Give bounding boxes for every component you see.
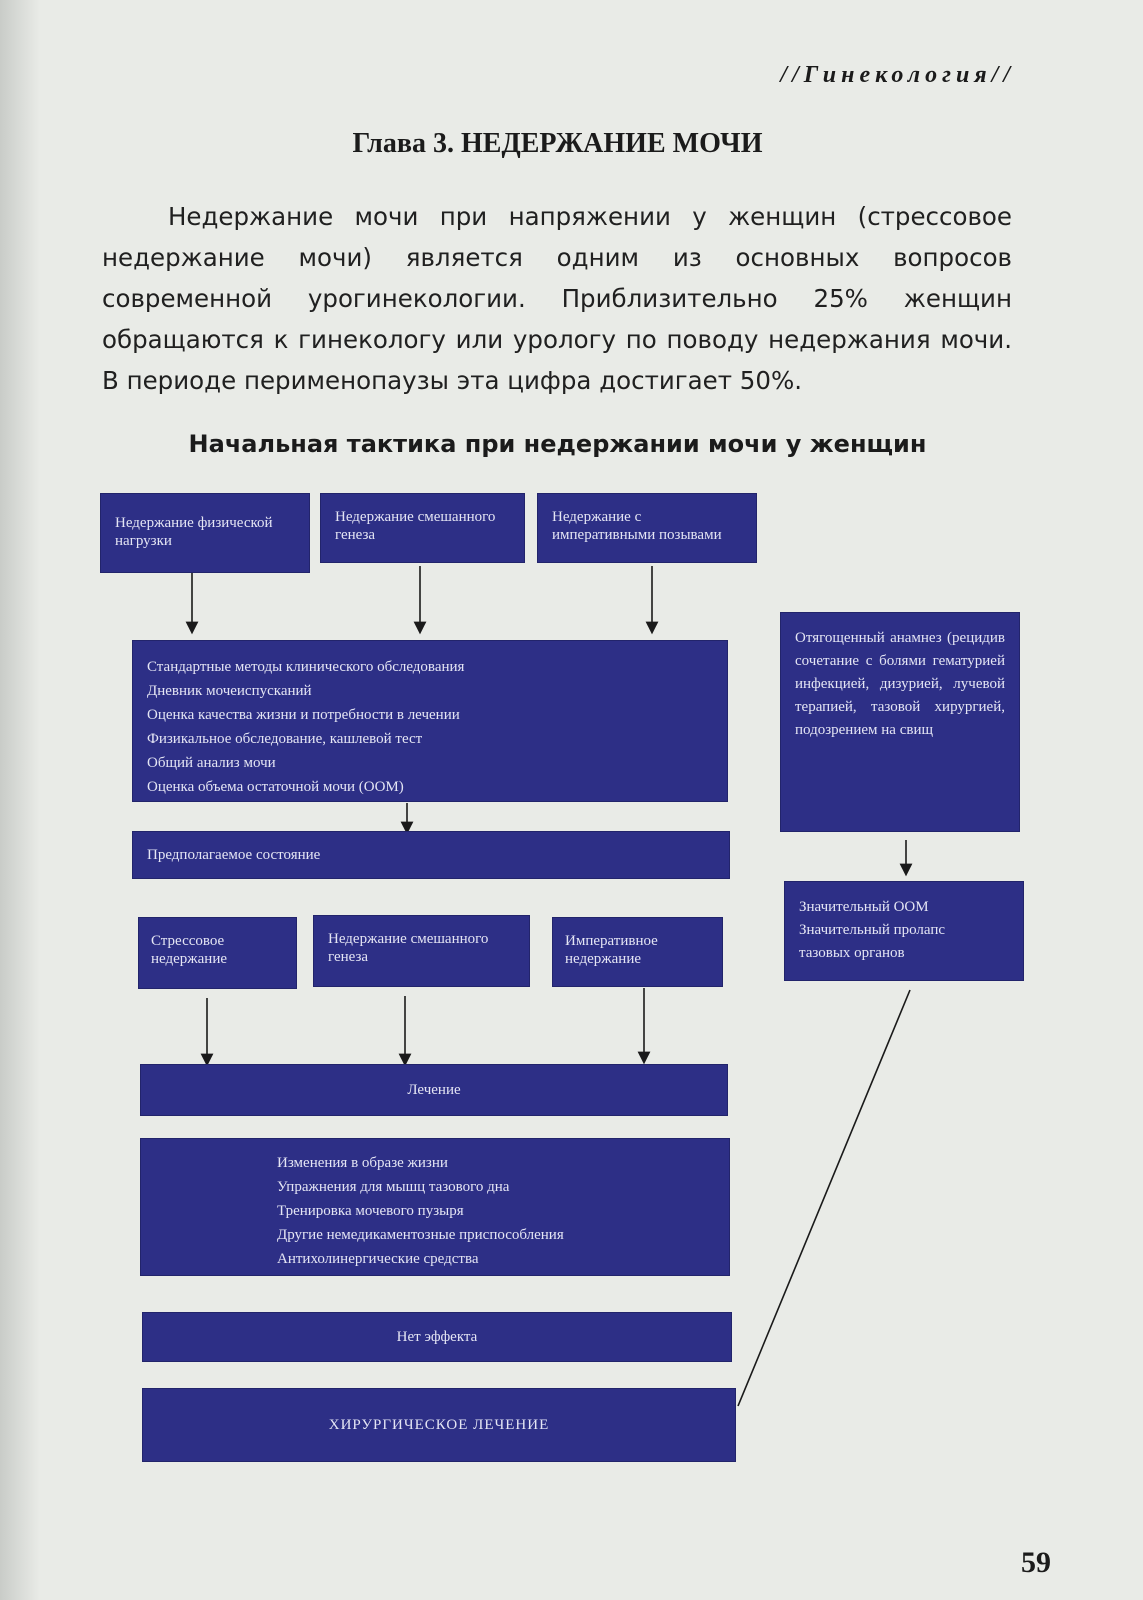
page-number: 59 bbox=[1021, 1546, 1051, 1579]
significant-item: Значительный ООМ bbox=[799, 899, 929, 915]
evaluation-item: Оценка объема остаточной мочи (ООМ) bbox=[147, 779, 404, 795]
page-edge-shadow bbox=[0, 0, 40, 1600]
treatment-item: Тренировка мочевого пузыря bbox=[277, 1203, 464, 1219]
box-presumed-condition: Предполагаемое состояние bbox=[132, 831, 730, 879]
box-complicated-history: Отягощенный анамнез (рецидив сочетание с… bbox=[780, 612, 1020, 832]
significant-item: Значительный пролапс bbox=[799, 922, 946, 938]
box-physical-incontinence: Недержание физической нагрузки bbox=[100, 493, 310, 573]
section-title: Начальная тактика при недержании мочи у … bbox=[188, 430, 927, 458]
box-surgical-treatment: ХИРУРГИЧЕСКОЕ ЛЕЧЕНИЕ bbox=[142, 1388, 736, 1462]
box-urge-incontinence-2: Императивное недержание bbox=[552, 917, 723, 987]
evaluation-item: Стандартные методы клинического обследов… bbox=[147, 659, 465, 675]
treatment-item: Упражнения для мышц тазового дна bbox=[277, 1179, 510, 1195]
box-mixed-incontinence: Недержание смешанного генеза bbox=[320, 493, 525, 563]
treatment-item: Другие немедикаментозные приспособления bbox=[277, 1227, 564, 1243]
evaluation-item: Физикальное обследование, кашлевой тест bbox=[147, 731, 423, 747]
running-head: //Гинекология// bbox=[780, 62, 1015, 88]
box-stress-incontinence: Стрессовое недержание bbox=[138, 917, 297, 989]
intro-paragraph: Недержание мочи при напряжении у женщин … bbox=[102, 202, 1012, 395]
box-treatment-methods: Изменения в образе жизни Упражнения для … bbox=[140, 1138, 730, 1276]
box-urge-incontinence: Недержание с императивными позывами bbox=[537, 493, 757, 563]
box-mixed-incontinence-2: Недержание смешанного генеза bbox=[313, 915, 530, 987]
line-significant-to-surgery bbox=[737, 989, 911, 1407]
box-evaluation: Стандартные методы клинического обследов… bbox=[132, 640, 728, 802]
chapter-title: Глава 3. НЕДЕРЖАНИЕ МОЧИ bbox=[352, 128, 763, 159]
evaluation-item: Оценка качества жизни и потребности в ле… bbox=[147, 707, 460, 723]
box-significant-findings: Значительный ООМ Значительный пролапс та… bbox=[784, 881, 1024, 981]
treatment-item: Антихолинергические средства bbox=[277, 1251, 479, 1267]
significant-item: тазовых органов bbox=[799, 945, 905, 961]
treatment-item: Изменения в образе жизни bbox=[277, 1155, 448, 1171]
evaluation-item: Дневник мочеиспусканий bbox=[147, 683, 312, 699]
box-treatment: Лечение bbox=[140, 1064, 728, 1116]
evaluation-item: Общий анализ мочи bbox=[147, 755, 276, 771]
box-no-effect: Нет эффекта bbox=[142, 1312, 732, 1362]
